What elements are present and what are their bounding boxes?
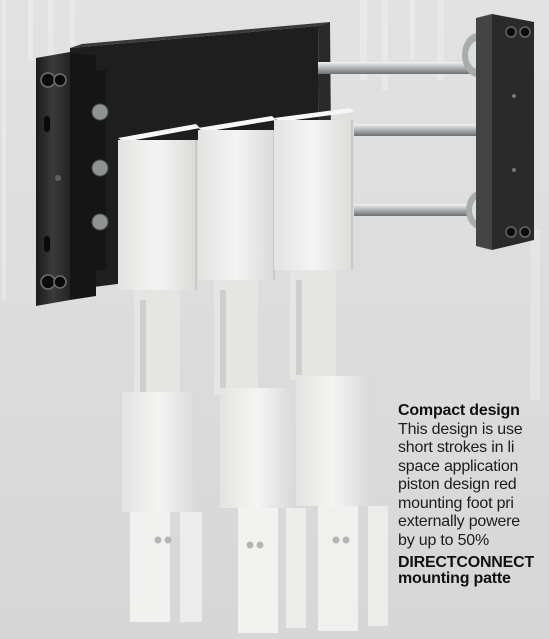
caption-body: This design is use short strokes in li s… xyxy=(398,421,549,551)
caption-line: piston design red xyxy=(398,476,517,493)
caption-heading-2-line: DIRECTCONNECT xyxy=(398,554,535,571)
gripper-unit-1 xyxy=(118,124,202,622)
gripper-unit-2 xyxy=(198,116,306,633)
gripper-unit-3 xyxy=(274,108,388,631)
caption-heading-2-line: mounting patte xyxy=(398,570,511,587)
caption-line: externally powere xyxy=(398,513,520,530)
caption-line: by up to 50% xyxy=(398,531,489,549)
caption-line: short strokes in li xyxy=(398,439,515,456)
caption-line: mounting foot pri xyxy=(398,494,514,512)
background-rails xyxy=(2,0,540,400)
right-end-plate xyxy=(476,14,534,250)
caption-heading: Compact design xyxy=(398,402,520,419)
caption-heading-2: DIRECTCONNECT mounting patte xyxy=(398,555,549,587)
caption-line: This design is use xyxy=(398,420,523,438)
feature-caption: Compact design This design is use short … xyxy=(398,402,549,587)
caption-line: space application xyxy=(398,457,519,475)
left-end-plate xyxy=(36,52,109,306)
